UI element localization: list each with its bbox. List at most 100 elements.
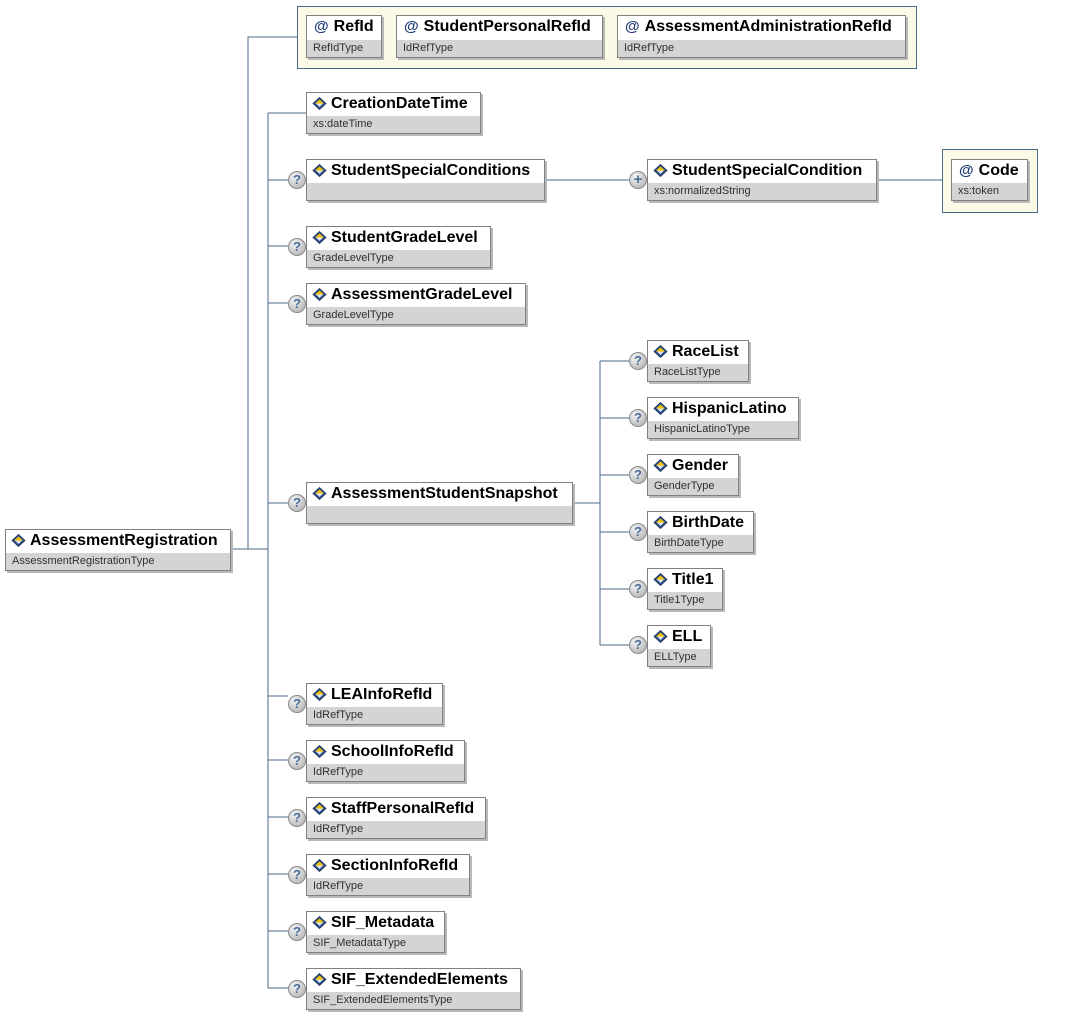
element-staff-personal-refid[interactable]: StaffPersonalRefId IdRefType [306,797,486,839]
element-name: RaceList [672,342,739,360]
attribute-type: IdRefType [618,40,905,57]
element-race-list[interactable]: RaceList RaceListType [647,340,749,382]
element-name: SchoolInfoRefId [331,742,454,760]
element-type: ELLType [648,649,710,666]
element-type: BirthDateType [648,535,753,552]
element-gender[interactable]: Gender GenderType [647,454,739,496]
element-creation-date-time[interactable]: CreationDateTime xs:dateTime [306,92,481,134]
element-icon [653,163,668,178]
element-name: StaffPersonalRefId [331,799,475,817]
element-icon [653,344,668,359]
element-icon [312,96,327,111]
element-student-grade-level[interactable]: StudentGradeLevel GradeLevelType [306,226,491,268]
element-name: StudentGradeLevel [331,228,478,246]
element-icon [653,572,668,587]
element-type: xs:normalizedString [648,183,876,200]
optional-icon: ? [288,980,306,998]
element-type: SIF_ExtendedElementsType [307,992,520,1009]
element-icon [653,629,668,644]
element-name: AssessmentRegistration [30,531,218,549]
element-type: GradeLevelType [307,250,490,267]
element-type: IdRefType [307,821,485,838]
optional-icon: ? [288,752,306,770]
element-icon [312,858,327,873]
element-icon [312,486,327,501]
optional-icon: ? [629,466,647,484]
attribute-type: xs:token [952,183,1027,200]
element-sif-extended-elements[interactable]: SIF_ExtendedElements SIF_ExtendedElement… [306,968,521,1010]
element-icon [653,458,668,473]
element-icon [312,687,327,702]
attribute-type: RefIdType [307,40,381,57]
element-name: StudentSpecialConditions [331,161,531,179]
element-lea-info-refid[interactable]: LEAInfoRefId IdRefType [306,683,443,725]
attribute-icon: @ [404,18,419,35]
optional-icon: ? [288,866,306,884]
optional-icon: ? [288,295,306,313]
optional-icon: ? [288,695,306,713]
element-student-special-conditions[interactable]: StudentSpecialConditions [306,159,545,201]
optional-icon: ? [288,923,306,941]
element-type [307,183,544,200]
element-name: SIF_ExtendedElements [331,970,508,988]
element-title1[interactable]: Title1 Title1Type [647,568,723,610]
element-icon [312,287,327,302]
element-type: GradeLevelType [307,307,525,324]
element-type: Title1Type [648,592,722,609]
attribute-icon: @ [625,18,640,35]
element-type: SIF_MetadataType [307,935,444,952]
element-section-info-refid[interactable]: SectionInfoRefId IdRefType [306,854,470,896]
element-name: HispanicLatino [672,399,787,417]
element-icon [312,163,327,178]
element-name: LEAInfoRefId [331,685,433,703]
element-name: SIF_Metadata [331,913,435,931]
element-ell[interactable]: ELL ELLType [647,625,711,667]
element-type: HispanicLatinoType [648,421,798,438]
element-icon [312,915,327,930]
element-icon [653,515,668,530]
attribute-assessment-administration-refid[interactable]: @AssessmentAdministrationRefId IdRefType [617,15,906,58]
element-student-special-condition[interactable]: StudentSpecialCondition xs:normalizedStr… [647,159,877,201]
element-name: AssessmentGradeLevel [331,285,513,303]
element-sif-metadata[interactable]: SIF_Metadata SIF_MetadataType [306,911,445,953]
element-type: IdRefType [307,764,464,781]
attribute-student-personal-refid[interactable]: @StudentPersonalRefId IdRefType [396,15,603,58]
optional-icon: ? [629,409,647,427]
attribute-icon: @ [959,162,974,179]
element-name: StudentSpecialCondition [672,161,863,179]
element-icon [11,533,26,548]
attribute-name: Code [978,161,1019,179]
element-assessment-grade-level[interactable]: AssessmentGradeLevel GradeLevelType [306,283,526,325]
element-icon [312,972,327,987]
element-assessment-student-snapshot[interactable]: AssessmentStudentSnapshot [306,482,573,524]
element-type: xs:dateTime [307,116,480,133]
element-type: IdRefType [307,878,469,895]
attribute-refid[interactable]: @RefId RefIdType [306,15,382,58]
element-name: ELL [672,627,703,645]
element-hispanic-latino[interactable]: HispanicLatino HispanicLatinoType [647,397,799,439]
attribute-code[interactable]: @Code xs:token [951,159,1028,201]
element-type: RaceListType [648,364,748,381]
element-name: BirthDate [672,513,745,531]
element-type: IdRefType [307,707,442,724]
element-icon [312,744,327,759]
element-type: GenderType [648,478,738,495]
element-type [307,506,572,523]
root-element[interactable]: AssessmentRegistration AssessmentRegistr… [5,529,231,571]
attribute-icon: @ [314,18,329,35]
repeatable-icon: + [629,171,647,189]
optional-icon: ? [629,523,647,541]
element-name: Gender [672,456,729,474]
optional-icon: ? [629,636,647,654]
attribute-name: RefId [333,17,374,35]
attribute-name: AssessmentAdministrationRefId [644,17,892,35]
optional-icon: ? [629,352,647,370]
element-birth-date[interactable]: BirthDate BirthDateType [647,511,754,553]
optional-icon: ? [288,494,306,512]
attribute-name: StudentPersonalRefId [423,17,591,35]
optional-icon: ? [288,809,306,827]
element-school-info-refid[interactable]: SchoolInfoRefId IdRefType [306,740,465,782]
element-type: AssessmentRegistrationType [6,553,230,570]
element-icon [312,230,327,245]
